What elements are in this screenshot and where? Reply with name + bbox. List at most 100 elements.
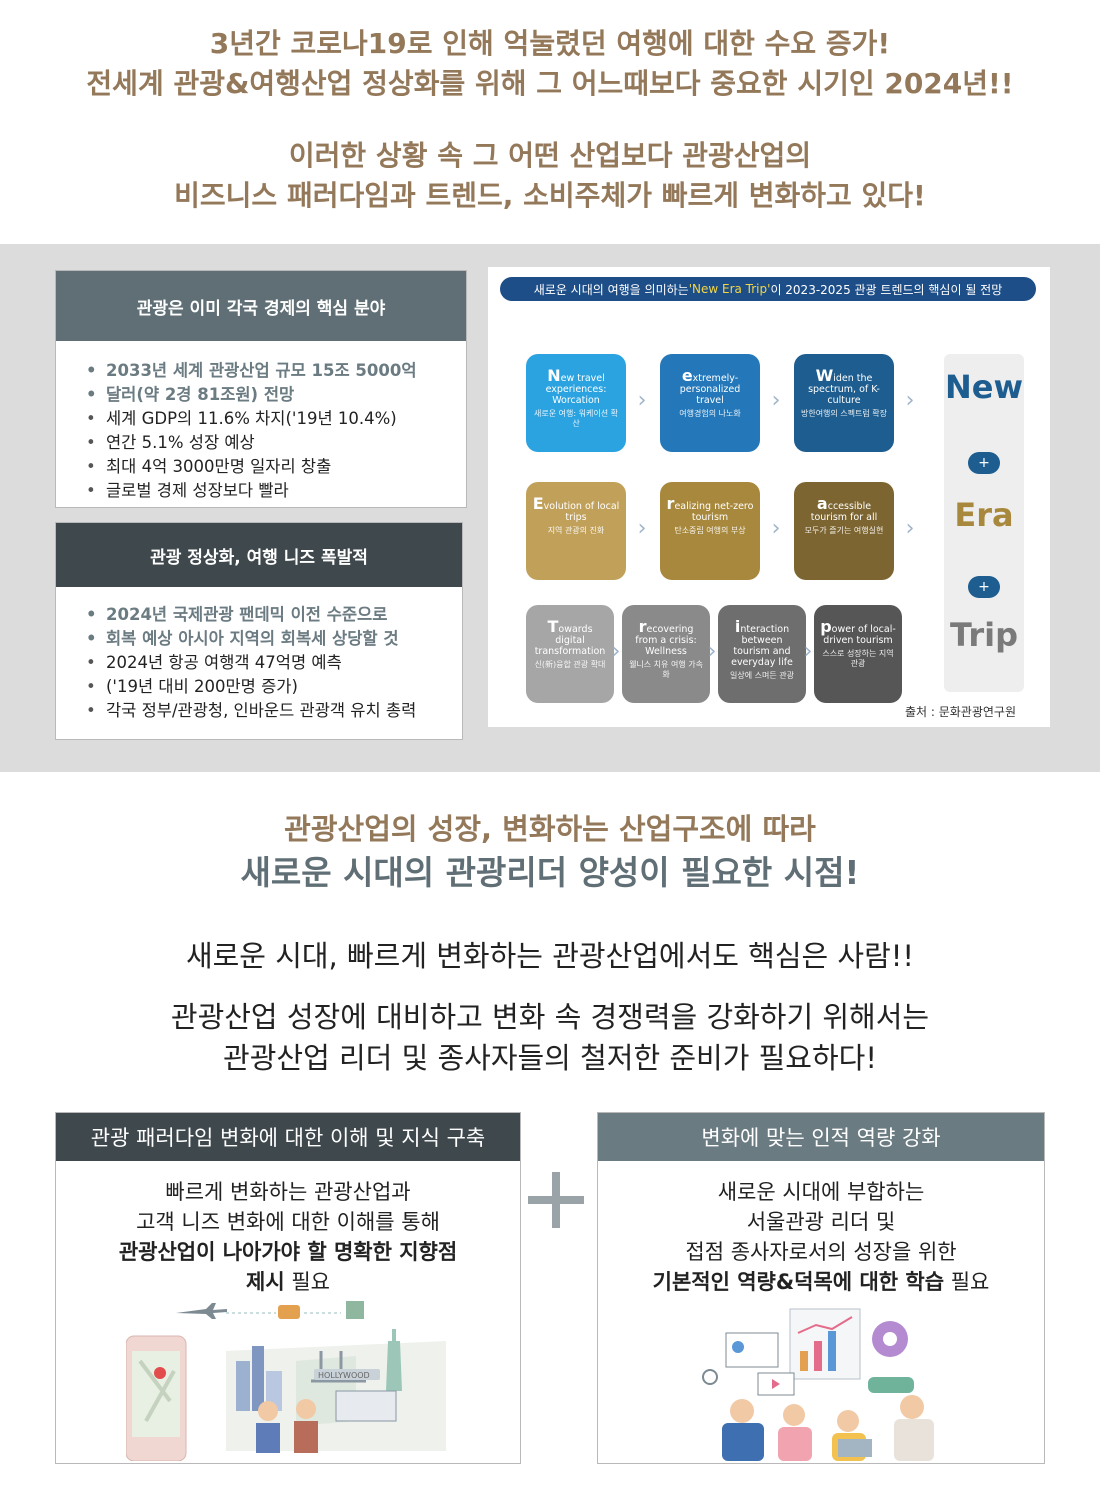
- list-item: ('19년 대비 200만명 증가): [86, 675, 448, 699]
- tile-english: iden the spectrum, of K-culture: [808, 373, 880, 406]
- tile-english: ealizing net-zero tourism: [674, 501, 754, 523]
- city-buildings-icon: [236, 1346, 282, 1411]
- tile-korean: 지역 관광의 진화: [547, 526, 605, 535]
- travelers-icon: [256, 1399, 318, 1453]
- trend-tile: New travel experiences: Worcation 새로운 여행:…: [526, 354, 626, 452]
- tile-initial: T: [547, 617, 559, 636]
- list-item: 2024년 국제관광 팬데믹 이전 수준으로: [86, 603, 448, 627]
- list-item: 2033년 세계 관광산업 규모 15조 5000억: [86, 359, 452, 383]
- word-trip: Trip: [950, 616, 1018, 654]
- intro-section: 3년간 코로나19로 인해 억눌렸던 여행에 대한 수요 증가! 전세계 관광&…: [0, 0, 1100, 244]
- tile-korean: 모두가 즐기는 여행실현: [804, 526, 884, 535]
- chevron-right-icon: ›: [637, 516, 647, 541]
- leader-heading: 관광산업의 성장, 변화하는 산업구조에 따라 새로운 시대의 관광리더 양성이…: [0, 808, 1100, 896]
- card-line-bold: 제시: [246, 1270, 285, 1294]
- tile-initial: N: [547, 366, 561, 385]
- intro-line-2: 전세계 관광&여행산업 정상화를 위해 그 어느때보다 중요한 시기인 2024…: [86, 67, 1014, 100]
- paradigm-card: 관광 패러다임 변화에 대한 이해 및 지식 구축 빠르게 변화하는 관광산업과…: [55, 1112, 521, 1464]
- team-learning-illustration: [702, 1308, 934, 1461]
- intro-line-3: 이러한 상황 속 그 어떤 산업보다 관광산업의: [288, 139, 812, 172]
- card-line-bold: 기본적인 역량&덕목에 대한 학습: [652, 1270, 945, 1294]
- diagram-title-post: 이 2023-2025 관광 트렌드의 핵심이 될 전망: [770, 282, 1003, 297]
- tile-korean: 여행경험의 나노화: [679, 409, 741, 418]
- tile-korean: 스스로 성장하는 지역관광: [822, 649, 894, 668]
- list-item: 회복 예상 아시아 지역의 회복세 상당할 것: [86, 627, 448, 651]
- card-line: 접점 종사자로서의 성장을 위한: [685, 1240, 957, 1264]
- tile-initial: a: [816, 494, 828, 513]
- tile-english: ew travel experiences: Worcation: [545, 373, 607, 406]
- tile-initial: p: [820, 617, 832, 636]
- competency-card-title: 변화에 맞는 인적 역량 강화: [598, 1113, 1044, 1161]
- dashboard-icon: [789, 1308, 861, 1380]
- airplane-icon: [176, 1303, 227, 1319]
- tile-english: ecovering from a crisis: Wellness: [635, 624, 697, 657]
- tile-korean: 새로운 여행: 워케이션 확산: [534, 409, 618, 428]
- tile-korean: 웰니스 치유 여행 가속화: [629, 660, 703, 679]
- trend-tile: realizing net-zero tourism 탄소중립 여행의 부상: [660, 482, 760, 580]
- bus-icon: [278, 1305, 300, 1319]
- list-item: 각국 정부/관광청, 인바운드 관광객 유치 총력: [86, 699, 448, 723]
- tile-english: xtremely-personalized travel: [679, 373, 741, 406]
- demand-list: 2024년 국제관광 팬데믹 이전 수준으로 회복 예상 아시아 지역의 회복세…: [56, 587, 462, 723]
- statement-people: 새로운 시대, 빠르게 변화하는 관광산업에서도 핵심은 사람!!: [185, 939, 915, 973]
- card-line: 고객 니즈 변화에 대한 이해를 통해: [136, 1210, 440, 1234]
- tile-initial: i: [734, 617, 741, 636]
- chevron-right-icon: ›: [611, 639, 621, 664]
- card-line: 서울관광 리더 및: [746, 1210, 896, 1234]
- trend-tile: interaction between tourism and everyday…: [718, 605, 806, 703]
- hotel-icon: [346, 1301, 364, 1319]
- phone-map-icon: [126, 1335, 187, 1461]
- tile-english: volution of local trips: [543, 501, 620, 523]
- paradigm-card-title: 관광 패러다임 변화에 대한 이해 및 지식 구축: [56, 1113, 520, 1161]
- travel-illustration: HOLLYWOOD: [126, 1301, 446, 1461]
- tile-initial: r: [666, 494, 675, 513]
- paradigm-card-body: 빠르게 변화하는 관광산업과 고객 니즈 변화에 대한 이해를 통해 관광산업이…: [56, 1161, 520, 1297]
- trend-tile: Evolution of local trips 지역 관광의 진화: [526, 482, 626, 580]
- tile-korean: 방한여행의 스펙트럼 확장: [800, 409, 888, 418]
- list-item: 2024년 항공 여행객 47억명 예측: [86, 651, 448, 675]
- diagram-title-pre: 새로운 시대의 여행을 의미하는: [533, 282, 689, 297]
- demand-box-title: 관광 정상화, 여행 니즈 폭발적: [56, 523, 462, 587]
- economy-list: 2033년 세계 관광산업 규모 15조 5000억 달러(약 2경 81조원)…: [56, 341, 466, 503]
- list-item: 연간 5.1% 성장 예상: [86, 431, 452, 455]
- chevron-right-icon: ›: [707, 639, 717, 664]
- demand-box: 관광 정상화, 여행 니즈 폭발적 2024년 국제관광 팬데믹 이전 수준으로…: [55, 522, 463, 740]
- tile-korean: 신(新)융합 관광 확대: [534, 660, 606, 669]
- tile-korean: 탄소중립 여행의 부상: [674, 526, 746, 535]
- video-icon: [757, 1372, 795, 1396]
- new-era-trip-diagram: 새로운 시대의 여행을 의미하는 'New Era Trip' 이 2023-2…: [488, 267, 1050, 727]
- chart-window-icon: [725, 1332, 779, 1368]
- competency-card-body: 새로운 시대에 부합하는 서울관광 리더 및 접점 종사자로서의 성장을 위한 …: [598, 1161, 1044, 1297]
- plus-icon: +: [968, 452, 1000, 474]
- chevron-right-icon: ›: [771, 516, 781, 541]
- tile-english: ower of local-driven tourism: [823, 624, 896, 646]
- chat-icon: [868, 1377, 914, 1393]
- card-line: 필요: [284, 1270, 330, 1294]
- hollywood-sign: HOLLYWOOD: [318, 1371, 370, 1380]
- source-note: 출처 : 문화관광연구원: [904, 705, 1016, 719]
- list-item: 글로벌 경제 성장보다 빨라: [86, 479, 452, 503]
- tile-korean: 일상에 스며든 관광: [730, 671, 794, 680]
- economy-box-title: 관광은 이미 각국 경제의 핵심 분야: [56, 271, 466, 341]
- tile-initial: E: [532, 494, 544, 513]
- list-item: 최대 4억 3000만명 일자리 창출: [86, 455, 452, 479]
- statement-prepare-2: 관광산업 리더 및 종사자들의 철저한 준비가 필요하다!: [223, 1041, 877, 1075]
- diagram-title-highlight: 'New Era Trip': [688, 282, 771, 296]
- chevron-right-icon: ›: [905, 516, 915, 541]
- people-icon: [722, 1395, 934, 1461]
- intro-line-1: 3년간 코로나19로 인해 억눌렸던 여행에 대한 수요 증가!: [209, 27, 891, 60]
- list-item: 달러(약 2경 81조원) 전망: [86, 383, 452, 407]
- gear-icon: [872, 1321, 908, 1357]
- diagram-title-bar: 새로운 시대의 여행을 의미하는 'New Era Trip' 이 2023-2…: [500, 277, 1036, 301]
- list-item: 세계 GDP의 11.6% 차지('19년 10.4%): [86, 407, 452, 431]
- card-line: 빠르게 변화하는 관광산업과: [165, 1180, 411, 1204]
- plus-icon: +: [968, 576, 1000, 598]
- competency-card: 변화에 맞는 인적 역량 강화 새로운 시대에 부합하는 서울관광 리더 및 접…: [597, 1112, 1045, 1464]
- plus-icon: [528, 1172, 584, 1228]
- museum-icon: [335, 1390, 397, 1422]
